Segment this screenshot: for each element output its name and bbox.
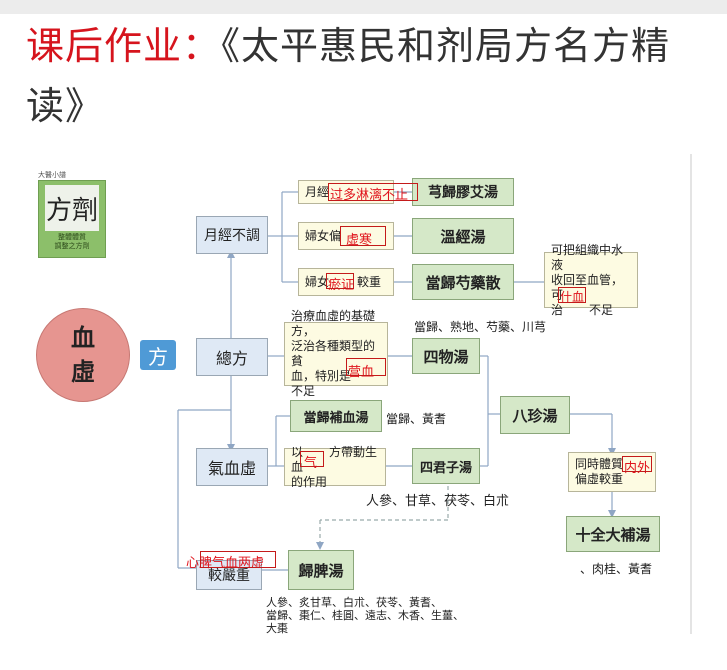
node-siwu: 四物湯 [412,338,480,374]
center-char2: 虛 [71,358,95,386]
title-highlight: 课后作业 [26,24,183,68]
annot-yingxue: 营血 [348,365,375,380]
annot-yuzheng-box [326,273,354,289]
note-siwu-l4: 不足 [291,384,316,398]
node-xiongguijiaoai: 芎歸膠艾湯 [412,178,514,206]
annot-guoduo: 过多淋漓不止 [330,188,409,203]
node-dangguishaoyao: 當歸芍藥散 [412,264,514,300]
herbs-siwu: 當歸、熟地、芍藥、川芎 [414,320,547,334]
annot-qi: 气 [304,456,318,471]
page-title: 课后作业：《太平惠民和剂局方名方精读》 [26,16,716,136]
note-fungpian-text: 婦女偏 [305,228,342,243]
annot-xuhan: 虚寒 [346,233,373,248]
logo-glyph: 方劑 [45,185,99,231]
herbs-guipi-l1: 人參、炙甘草、白朮、茯苓、黃耆、 [266,596,442,609]
logo-subtitle: 整體體質 調整之方劑 [41,233,103,251]
node-jiaoyanzhong: 較嚴重 [196,560,262,590]
annot-yuzheng: 瘀证 [328,278,355,293]
logo-tag: 大醫小譜 [38,171,66,179]
node-zongfang: 總方 [196,338,268,376]
note-shuiye-l1: 可把組織中水液 [551,242,624,272]
annot-xueguan-box [558,287,586,303]
node-yuejing: 月經不調 [196,216,268,254]
node-qixuexu: 氣血虛 [196,448,268,486]
note-bazhen-l2: 偏虛較重 [575,472,624,486]
note-bazhen: 同時體質 偏虛較重 [568,452,656,492]
node-sijunzi: 四君子湯 [412,448,480,484]
annot-qi-box [300,451,324,467]
note-fungjiao: 婦女 較重 [298,268,394,296]
note-siwu: 治療血虛的基礎方， 泛治各種類型的貧 血，特別是 不足 [284,309,388,398]
node-wenjing: 溫經湯 [412,218,514,254]
logo: 方劑 整體體質 調整之方劑 [38,180,106,258]
logo-sub-line2: 調整之方劑 [54,242,90,250]
logo-sub-line1: 整體體質 [58,233,86,241]
note-shuiye-l4: 不足 [589,302,614,317]
note-fungjiao-text: 婦女 [305,274,330,289]
fang-label: 方 [140,340,176,370]
node-bazhen: 八珍湯 [500,396,570,434]
herbs-guipi: 人參、炙甘草、白朮、茯苓、黃耆、 當歸、棗仁、桂圓、遠志、木香、生薑、 大棗 [266,596,464,635]
center-node-xuexu: 血 虛 [36,308,130,402]
node-danggubuxue: 當歸補血湯 [290,400,382,432]
annot-xueguan: 什血 [560,290,585,304]
note-fungjiao-text2: 較重 [357,274,382,289]
herbs-shiquan: 、肉桂、黃耆 [580,562,653,576]
node-shiquan: 十全大補湯 [566,516,660,552]
annot-neiwai: 内外 [624,461,651,476]
annot-xinpi-box [200,551,276,568]
note-shuiye: 可把組織中水液 收回至血管，可 治 不足 [544,243,638,317]
note-sijunzi: 以方帶動生血 的作用 [284,445,386,489]
node-guipi: 歸脾湯 [288,550,354,590]
herbs-guipi-l3: 大棗 [266,622,288,635]
top-strip [0,0,727,14]
note-shuiye-l3: 治 [551,302,564,317]
annot-neiwai-box [622,456,652,472]
title-colon: ： [182,24,222,68]
annot-guoduo-box [328,183,418,201]
note-siwu-l1: 治療血虛的基礎方， [291,309,376,338]
note-bazhen-l1: 同時體質 [575,457,624,471]
note-shuiye-l2: 收回至血管，可 [551,272,624,302]
note-yuejing-text: 月經 [305,184,330,199]
note-siwu-l2: 泛治各種類型的貧 [291,339,376,368]
herbs-guipi-l2: 當歸、棗仁、桂圓、遠志、木香、生薑、 [266,609,464,622]
note-sijunzi-l3: 的作用 [291,474,328,489]
title-rest: 《太平惠民和剂局方名方精读》 [26,24,671,128]
herbs-danggui: 當歸、黃耆 [386,412,447,426]
annot-xuhan-box [340,226,386,246]
center-char1: 血 [71,324,95,352]
note-siwu-l3: 血，特別是 [291,369,352,383]
diagram-edge [690,154,692,634]
annot-yingxue-box [346,358,386,376]
herbs-sijunzi: 人參、甘草、茯苓、白朮 [366,494,510,509]
